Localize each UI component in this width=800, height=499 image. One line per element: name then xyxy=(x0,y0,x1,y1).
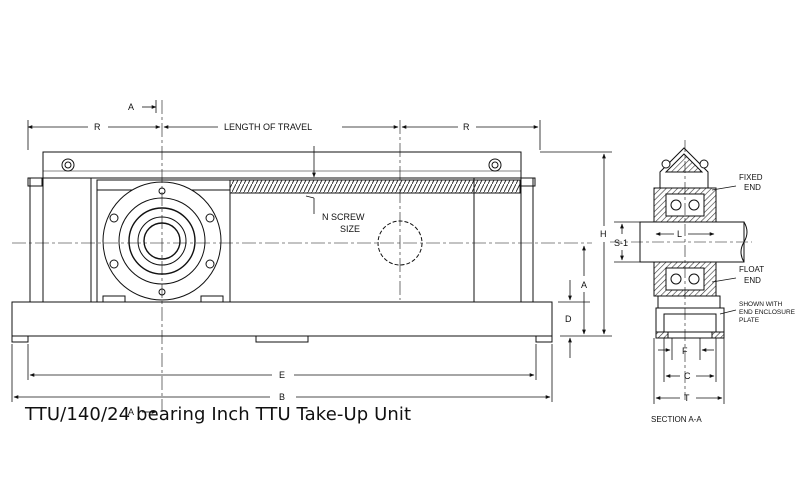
front-view xyxy=(11,100,592,412)
section-view xyxy=(610,140,752,400)
section-labels: S-1 L F C T FIXED END FLOAT END SHOWN WI… xyxy=(614,173,796,424)
caption-title: TTU/140/24 bearing Inch TTU Take-Up Unit xyxy=(25,404,412,425)
fixed-end-label-1: FIXED xyxy=(739,173,763,182)
screw-size-label-1: N SCREW xyxy=(322,212,365,222)
left-side-plate xyxy=(42,177,92,323)
section-dimensions xyxy=(614,185,737,404)
b-label: B xyxy=(279,392,285,402)
l-label: L xyxy=(677,229,682,239)
s1-label: S-1 xyxy=(614,238,628,248)
right-side-plate xyxy=(473,177,522,323)
top-frame-bar xyxy=(42,151,522,179)
section-marker-label: A xyxy=(128,102,134,112)
shown-with-label-3: PLATE xyxy=(739,317,760,324)
d-label: D xyxy=(565,314,572,324)
h-label: H xyxy=(600,229,607,239)
top-bolt-right xyxy=(488,158,502,172)
c-label: C xyxy=(684,371,691,381)
top-bolt-left xyxy=(61,158,75,172)
t-label: T xyxy=(684,393,690,403)
section-title: SECTION A-A xyxy=(651,415,702,424)
front-labels: A R LENGTH OF TRAVEL R N SCREW SIZE H A … xyxy=(94,102,607,402)
section-marker-bottom-label: A xyxy=(128,407,134,417)
r-right-label: R xyxy=(463,122,470,132)
f-label: F xyxy=(682,346,688,356)
float-end-label-1: FLOAT xyxy=(739,265,764,274)
r-left-label: R xyxy=(94,122,101,132)
front-dimensions xyxy=(11,100,612,402)
length-of-travel-label: LENGTH OF TRAVEL xyxy=(224,122,312,132)
acme-screw xyxy=(229,179,521,194)
screw-size-label-2: SIZE xyxy=(340,224,360,234)
float-end-label-2: END xyxy=(744,276,761,285)
shown-with-label-1: SHOWN WITH xyxy=(739,301,783,308)
shown-with-label-2: END ENCLOSURE xyxy=(739,309,796,316)
a-label: A xyxy=(581,280,587,290)
e-label: E xyxy=(279,370,285,380)
section-marker-bottom: A xyxy=(128,407,157,417)
base-plate xyxy=(11,301,553,337)
fixed-end-label-2: END xyxy=(744,183,761,192)
